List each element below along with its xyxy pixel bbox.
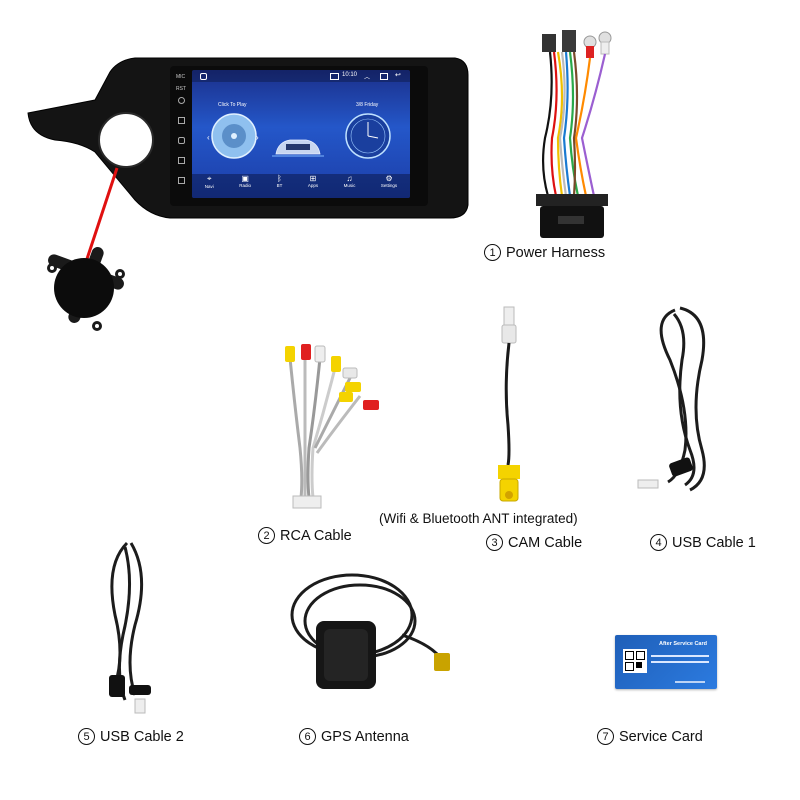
item-gps-antenna: 6 GPS Antenna [299,728,409,745]
bluetooth-icon: ᛒ [277,174,282,183]
item-number: 5 [78,728,95,745]
volume-up-icon [178,157,185,164]
item-cam-cable: 3 CAM Cable [486,534,582,551]
item-number: 1 [484,244,501,261]
back-icon[interactable]: ↩ [395,72,401,79]
dock-item-apps[interactable]: ⊞Apps [307,174,319,188]
power-icon [178,97,185,104]
item-usb-cable-1: 4 USB Cable 1 [650,534,756,551]
car-icon [272,139,324,157]
image-icon [330,73,339,80]
reset-label: RST [176,86,186,92]
usb-cable-1-illustration [637,306,706,492]
dock-item-navi[interactable]: ⌖Navi [204,174,214,189]
radio-icon: ▣ [241,174,249,183]
service-card: After Service Card [615,635,717,689]
item-service-card: 7 Service Card [597,728,703,745]
cam-note: (Wifi & Bluetooth ANT integrated) [379,511,578,526]
microphone-icon [47,247,125,331]
item-number: 2 [258,527,275,544]
mic-label: MIC [176,74,186,80]
qr-code-icon [623,649,647,673]
next-icon: › [256,133,259,142]
usb-cable-2-illustration [109,541,151,714]
music-card-title: Click To Play [218,102,247,108]
album-art: ‹ › [207,113,259,159]
back-icon [178,137,185,144]
item-usb-cable-2: 5 USB Cable 2 [78,728,184,745]
status-bar [192,70,410,82]
item-number: 6 [299,728,316,745]
item-number: 7 [597,728,614,745]
side-buttons[interactable] [178,97,185,197]
clock-icon [345,113,391,159]
home-icon[interactable] [200,73,207,80]
dock-item-radio[interactable]: ▣Radio [239,174,252,188]
power-harness-illustration [536,30,612,238]
gps-antenna-illustration [290,573,450,689]
item-label: GPS Antenna [321,728,409,745]
gear-icon: ⚙ [385,174,393,183]
item-label: Power Harness [506,244,606,261]
cam-cable-illustration [498,306,520,502]
home-icon [178,117,185,124]
dock-item-music[interactable]: ♫Music [343,174,356,188]
item-rca-cable: 2 RCA Cable [258,527,352,544]
date-text: 3/8 Friday [356,102,379,108]
apps-grid-icon: ⊞ [309,174,317,183]
item-number: 3 [486,534,503,551]
item-label: USB Cable 1 [672,534,756,551]
item-label: Service Card [619,728,703,745]
music-card[interactable]: ‹ › [204,108,264,164]
service-card-title: After Service Card [659,641,707,647]
item-number: 4 [650,534,667,551]
rca-cable-illustration [285,344,379,509]
map-pin-icon: ⌖ [207,174,212,183]
item-power-harness: 1 Power Harness [484,244,605,261]
item-label: CAM Cable [508,534,583,551]
music-note-icon: ♫ [346,174,353,183]
volume-down-icon [178,177,185,184]
prev-icon: ‹ [207,133,210,142]
window-icon[interactable] [380,73,388,80]
chevron-up-icon[interactable]: ︿ [364,75,371,81]
item-label: USB Cable 2 [100,728,184,745]
head-unit-screen[interactable]: 10:10 ︿ ↩ Click To Play ‹ › 3/8 Friday ⌖… [192,70,410,198]
dock-item-settings[interactable]: ⚙Settings [380,174,398,188]
status-time: 10:10 [342,72,358,78]
item-label: RCA Cable [280,527,352,544]
